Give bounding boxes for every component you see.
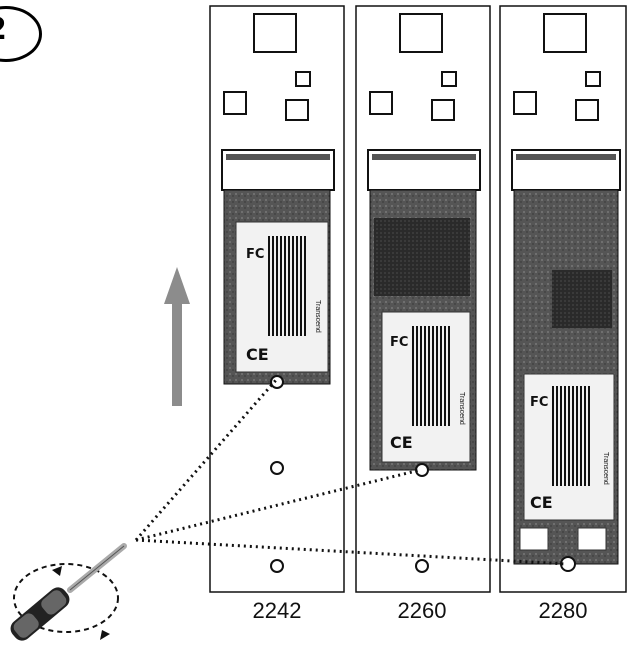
module-brand: Transcend [602,452,609,485]
svg-text:FC: FC [530,395,548,410]
screw-hole [270,375,284,389]
module-brand: Transcend [314,300,321,333]
slot-2242: FC CE Transcend [209,5,345,593]
m2-connector [367,149,481,191]
screw-hole [270,559,284,573]
svg-text:FC: FC [246,247,264,262]
svg-text:CE: CE [530,493,553,512]
slot-2260: FC CE Transcend [355,5,491,593]
m2-connector [221,149,335,191]
nand-chip [374,218,470,296]
ssd-module-2242: FC CE Transcend [223,189,331,385]
up-arrow-icon [164,267,190,406]
nand-chip [552,270,612,328]
size-label-2280: 2280 [538,598,588,623]
m2-connector [511,149,621,191]
svg-text:FC: FC [390,335,408,350]
ssd-module-2260: FC CE Transcend [369,189,477,471]
size-label-2242: 2242 [252,598,302,623]
module-brand: Transcend [458,392,465,425]
svg-text:CE: CE [390,433,413,452]
screw-hole [415,559,429,573]
step-number: 2 [0,12,7,47]
screw-hole [560,556,576,572]
slot-2280: FC CE Transcend [499,5,627,593]
size-label-2260: 2260 [397,598,447,623]
screw-guide-lines [134,379,567,566]
svg-text:CE: CE [246,345,269,364]
screw-hole [270,461,284,475]
screwdriver-icon [10,543,127,641]
ssd-module-2280: FC CE Transcend [513,189,619,565]
screw-hole [415,463,429,477]
